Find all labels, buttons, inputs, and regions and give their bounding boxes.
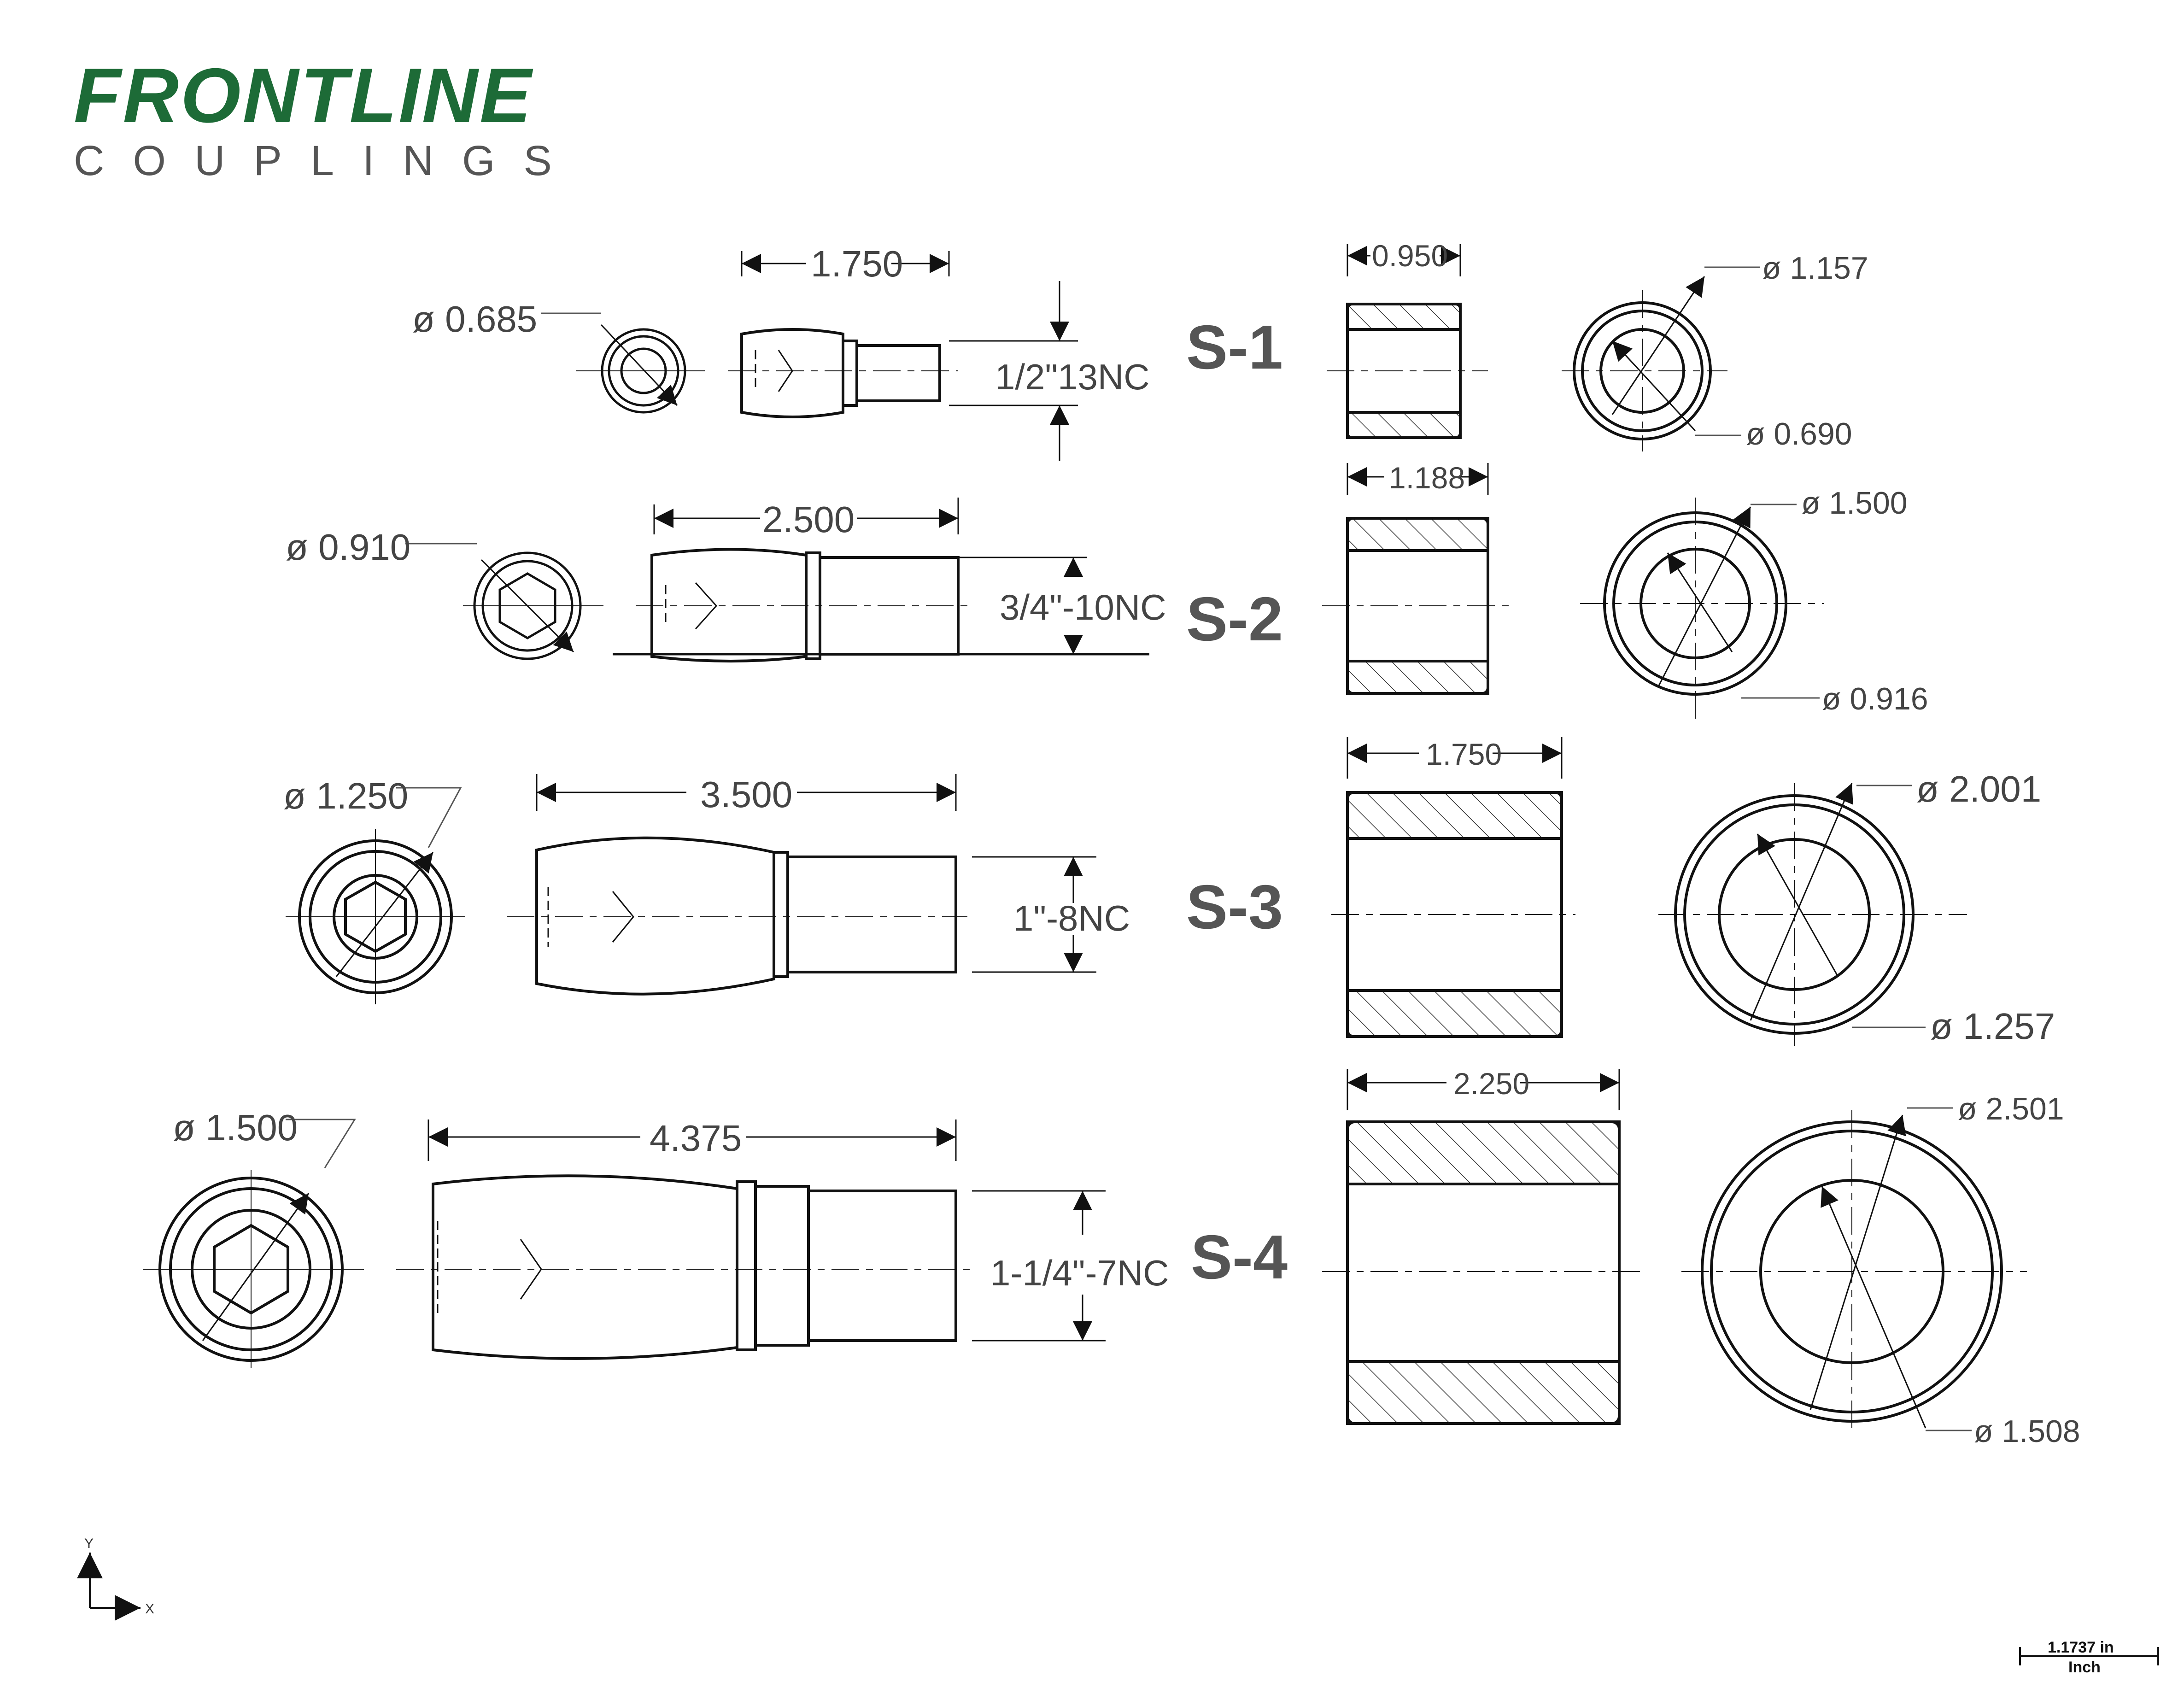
end-view-s1: [576, 324, 705, 414]
sleeve-width-dim-s2: [1347, 463, 1489, 495]
part-label-s1: S-1: [1186, 312, 1283, 382]
coupling-side-view-s3: [507, 836, 967, 996]
length-s1: 1.750: [811, 243, 903, 284]
sleeve-section-s2: [1322, 517, 1511, 695]
coupling-side-view-s1: [728, 328, 958, 418]
brand-tagline: COUPLINGS: [74, 137, 580, 184]
sleeve-width-s4: 2.250: [1453, 1067, 1529, 1101]
sleeve-section-s3: [1331, 791, 1575, 1038]
outer-dia-s2: ø 1.500: [1801, 486, 1908, 521]
end-dia-s2: ø 0.910: [286, 527, 410, 568]
length-dim-s3: [536, 774, 957, 811]
sleeve-end-view-s4: [1681, 1110, 2027, 1433]
inner-dia-s4: ø 1.508: [1974, 1414, 2080, 1449]
axis-y-label: Y: [84, 1536, 94, 1551]
length-s4: 4.375: [650, 1118, 742, 1159]
length-dim-s1: [741, 251, 950, 276]
part-label-s4: S-4: [1191, 1222, 1288, 1292]
outer-dia-s1: ø 1.157: [1762, 251, 1868, 286]
axis-indicator: [77, 1553, 141, 1621]
end-view-s3: [286, 829, 465, 1004]
end-view-s2: [463, 551, 603, 660]
part-row-s4: ø 1.500 4.375 1-1/4"-7NC S-4: [143, 1067, 2080, 1449]
sleeve-section-s4: [1322, 1120, 1640, 1425]
part-label-s3: S-3: [1186, 872, 1283, 942]
sleeve-width-dim-s4: [1347, 1069, 1620, 1110]
sleeve-width-s1: 0.950: [1372, 239, 1448, 273]
sleeve-width-s2: 1.188: [1389, 461, 1465, 495]
part-row-s1: ø 0.685 1.750 1/2"13NC S-1: [412, 239, 1868, 461]
scale-value: 1.1737 in: [2048, 1639, 2114, 1656]
inner-dia-s3: ø 1.257: [1930, 1006, 2055, 1047]
scale-unit: Inch: [2068, 1659, 2101, 1676]
scale-bar: [2019, 1647, 2159, 1665]
sleeve-end-view-s2: [1580, 498, 1824, 719]
part-row-s3: ø 1.250 3.500 1"-8NC S-3: [283, 737, 2055, 1047]
length-dim-s4: [427, 1119, 957, 1161]
thread-dim-s1: [949, 281, 1078, 461]
end-dia-s4: ø 1.500: [173, 1107, 298, 1148]
inner-dia-s2: ø 0.916: [1822, 681, 1928, 716]
outer-dia-s3: ø 2.001: [1916, 768, 2041, 809]
sleeve-end-view-s3: [1658, 783, 1967, 1046]
sleeve-section-s1: [1327, 303, 1488, 439]
inner-dia-s1: ø 0.690: [1746, 416, 1852, 451]
sleeve-width-dim-s3: [1347, 737, 1563, 779]
end-dia-s3: ø 1.250: [283, 775, 408, 816]
length-dim-s2: [653, 498, 959, 534]
sleeve-width-s3: 1.750: [1426, 737, 1502, 771]
thread-s3: 1"-8NC: [1013, 898, 1130, 938]
length-s3: 3.500: [700, 774, 792, 815]
end-dia-s1: ø 0.685: [412, 299, 537, 340]
thread-dim-s3: [972, 856, 1096, 973]
sleeve-width-dim-s1: [1347, 244, 1461, 276]
part-row-s2: ø 0.910 2.500 3/4"-10NC S-2: [286, 461, 1928, 719]
brand-logo: FRONTLINE COUPLINGS: [74, 52, 580, 184]
thread-s4: 1-1/4"-7NC: [990, 1253, 1169, 1293]
thread-s1: 1/2"13NC: [995, 357, 1150, 397]
axis-x-label: X: [145, 1601, 154, 1617]
coupling-side-view-s2: [613, 548, 1149, 662]
part-label-s2: S-2: [1186, 584, 1283, 654]
length-s2: 2.500: [762, 499, 855, 540]
sleeve-end-view-s1: [1562, 276, 1727, 451]
brand-name: FRONTLINE: [74, 52, 533, 139]
thread-s2: 3/4"-10NC: [1000, 587, 1166, 627]
outer-dia-s4: ø 2.501: [1958, 1091, 2064, 1126]
thread-dim-s4: [972, 1190, 1106, 1342]
end-view-s4: [143, 1170, 364, 1368]
coupling-side-view-s4: [396, 1174, 972, 1360]
thread-dim-s2: [958, 557, 1087, 655]
